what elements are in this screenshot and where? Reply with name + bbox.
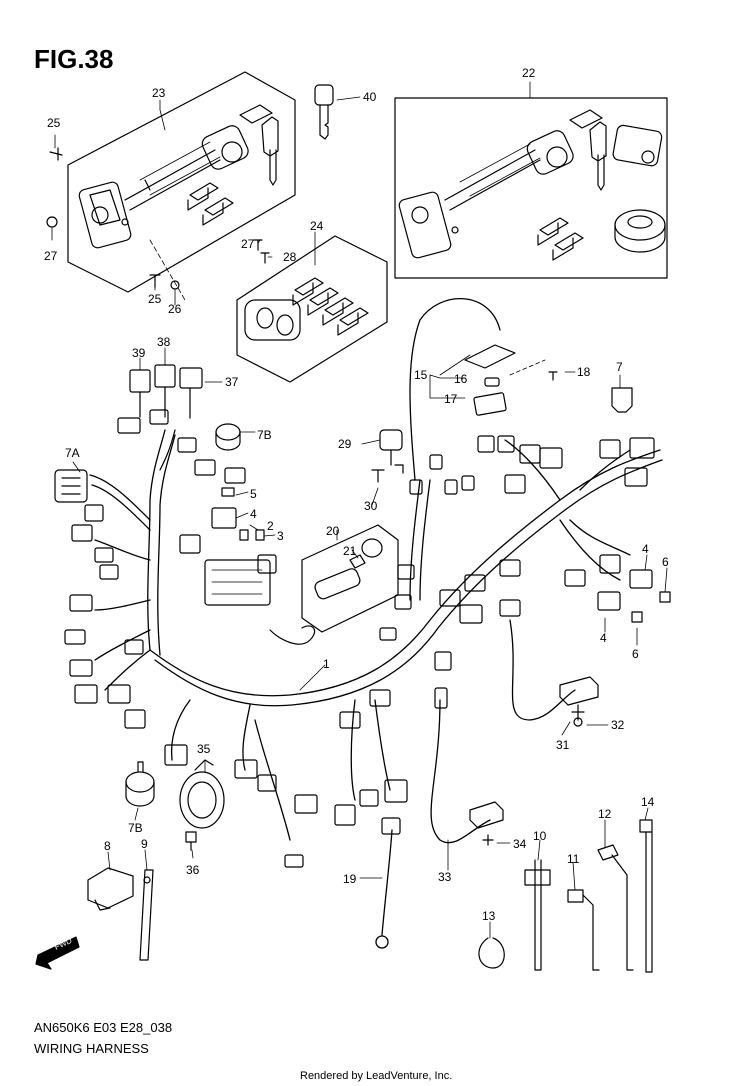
callout-17: 17	[444, 392, 458, 406]
callout-7B-top: 7B	[257, 428, 272, 442]
connector-7A	[54, 469, 88, 503]
bottom-center-connectors	[164, 744, 408, 868]
callout-25-bottom: 25	[148, 292, 162, 306]
right-cluster-connectors	[477, 435, 655, 494]
connector-7	[611, 387, 633, 413]
render-credit: Rendered by LeadVenture, Inc.	[300, 1070, 453, 1082]
switch-29-30	[371, 429, 404, 483]
callout-39: 39	[132, 346, 146, 360]
callout-37: 37	[225, 375, 239, 389]
main-wiring-harness-1	[89, 298, 663, 949]
callout-36: 36	[186, 863, 200, 877]
figure-title: FIG.38	[34, 44, 114, 74]
callout-9: 9	[141, 837, 148, 851]
callout-40: 40	[363, 90, 377, 104]
grommet-7B-top	[215, 423, 241, 451]
callout-5: 5	[250, 487, 257, 501]
callout-26: 26	[168, 302, 182, 316]
callout-28: 27	[44, 249, 58, 263]
callout-12: 12	[598, 807, 612, 821]
grommet-7B-bottom	[125, 761, 155, 807]
callout-23: 23	[152, 86, 166, 100]
callout-7: 7	[616, 360, 623, 374]
ignition-switch-set-23	[67, 71, 296, 301]
callout-3: 3	[277, 529, 284, 543]
lock-set-24	[236, 235, 388, 383]
callout-11: 11	[567, 852, 580, 866]
bracket-31-32	[559, 676, 599, 727]
callout-20: 20	[326, 524, 340, 538]
callout-8: 8	[104, 839, 111, 853]
callout-7A: 7A	[65, 446, 80, 460]
callout-10: 10	[533, 829, 547, 843]
callout-4-right-top: 4	[642, 542, 649, 556]
callout-29: 29	[338, 437, 352, 451]
callout-30: 30	[364, 499, 378, 513]
callout-35: 35	[197, 742, 211, 756]
callout-14: 14	[641, 795, 655, 809]
leader-lines	[51, 81, 668, 939]
strap-9	[139, 869, 154, 961]
callout-25-top: 25	[47, 116, 61, 130]
callout-13: 13	[482, 909, 496, 923]
key-40	[314, 84, 334, 140]
callout-21: 21	[343, 544, 357, 558]
callout-4-right-bottom: 4	[600, 631, 607, 645]
ties-clips	[478, 819, 653, 973]
screws-washers	[46, 147, 270, 290]
callout-4-center: 4	[250, 507, 257, 521]
model-code: AN650K6 E03 E28_038	[34, 1020, 173, 1035]
ignition-switch-set-22	[394, 97, 668, 279]
callout-33: 33	[438, 870, 452, 884]
fwd-arrow-icon: FWD	[35, 936, 80, 970]
callout-1: 1	[323, 657, 330, 671]
callout-19: 19	[343, 872, 357, 886]
socket-box-20	[301, 524, 399, 633]
horn-35	[179, 759, 225, 829]
left-connectors	[64, 504, 146, 729]
callout-22: 22	[522, 66, 536, 80]
callout-24: 24	[310, 219, 324, 233]
center-connectors	[339, 454, 521, 729]
clamp-8	[87, 867, 134, 911]
assembly-name: WIRING HARNESS	[34, 1041, 149, 1056]
callout-31: 31	[556, 738, 570, 752]
callout-27-right: 28	[283, 250, 297, 264]
bracket-15-18	[464, 344, 558, 416]
callout-34: 34	[513, 837, 527, 851]
fuse-box-connectors	[179, 487, 316, 645]
callout-16: 16	[454, 372, 468, 386]
callout-6-bottom: 6	[632, 647, 639, 661]
right-connectors-4-6	[564, 554, 671, 623]
callout-2: 2	[267, 519, 274, 533]
callout-32: 32	[611, 718, 625, 732]
bracket-33-34	[469, 801, 504, 846]
callout-18: 18	[577, 365, 591, 379]
callout-38: 38	[157, 335, 171, 349]
callout-6-top: 6	[662, 555, 669, 569]
callout-27-left: 27	[241, 237, 255, 251]
callout-7B-bottom: 7B	[128, 821, 143, 835]
bolt-36	[185, 831, 197, 851]
callout-15: 15	[414, 368, 428, 382]
